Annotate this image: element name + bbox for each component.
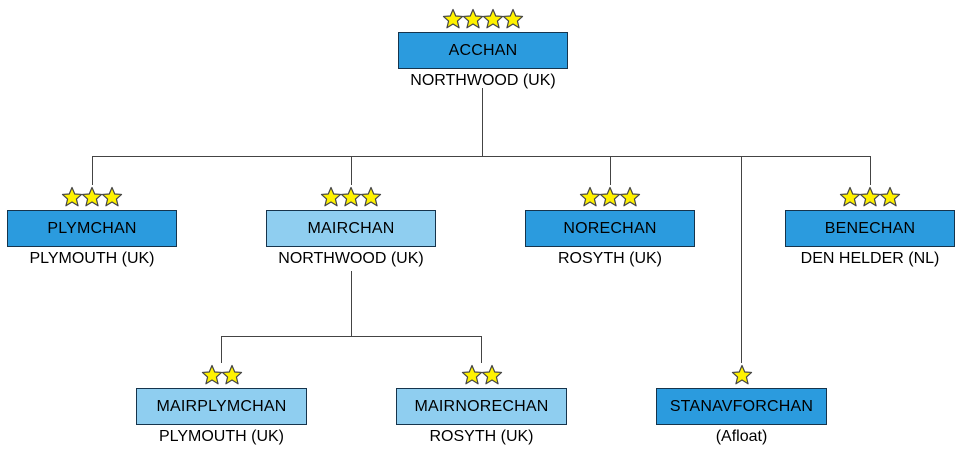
command-location: ROSYTH (UK): [429, 428, 534, 445]
org-node-norechan: NORECHAN ROSYTH (UK): [525, 184, 695, 268]
rank-stars: [61, 184, 123, 208]
star-icon: [839, 186, 861, 208]
command-location: PLYMOUTH (UK): [29, 250, 155, 267]
star-icon: [61, 186, 83, 208]
star-icon: [461, 364, 482, 386]
command-location: ROSYTH (UK): [558, 250, 662, 267]
rank-stars: [731, 362, 752, 386]
org-node-stanavforchan: STANAVFORCHAN (Afloat): [656, 362, 827, 446]
command-label: NORECHAN: [563, 219, 657, 237]
star-icon: [462, 8, 484, 30]
rank-stars: [320, 184, 382, 208]
command-box: NORECHAN: [525, 210, 695, 247]
connector-drop-mairnorechan: [481, 336, 483, 363]
command-label: ACCHAN: [448, 41, 518, 59]
star-icon: [879, 186, 901, 208]
command-label: MAIRNORECHAN: [414, 397, 549, 415]
connector-drop-stanavforchan: [741, 156, 743, 363]
org-node-plymchan: PLYMCHAN PLYMOUTH (UK): [7, 184, 177, 268]
rank-stars: [461, 362, 502, 386]
star-icon: [731, 364, 752, 386]
command-label: MAIRPLYMCHAN: [156, 397, 287, 415]
command-label: PLYMCHAN: [47, 219, 137, 237]
command-location: DEN HELDER (NL): [800, 250, 940, 267]
org-node-benechan: BENECHAN DEN HELDER (NL): [785, 184, 955, 268]
star-icon: [442, 8, 464, 30]
star-icon: [599, 186, 621, 208]
star-icon: [482, 8, 504, 30]
rank-stars: [201, 362, 242, 386]
star-icon: [201, 364, 222, 386]
command-box: BENECHAN: [785, 210, 955, 247]
star-icon: [221, 364, 242, 386]
star-icon: [481, 364, 502, 386]
connector-drop-plymchan: [92, 156, 94, 185]
command-label: BENECHAN: [824, 219, 916, 237]
star-icon: [619, 186, 641, 208]
org-node-mairplymchan: MAIRPLYMCHAN PLYMOUTH (UK): [136, 362, 307, 446]
connector-bus-level3: [221, 336, 482, 338]
connector-drop-mairchan: [351, 156, 353, 185]
command-location: (Afloat): [715, 428, 768, 445]
rank-stars: [839, 184, 901, 208]
rank-stars: [442, 6, 524, 30]
org-node-mairnorechan: MAIRNORECHAN ROSYTH (UK): [396, 362, 567, 446]
connector-mairchan-down: [351, 271, 353, 337]
connector-acchan-down: [482, 88, 484, 156]
command-label: MAIRCHAN: [307, 219, 395, 237]
star-icon: [360, 186, 382, 208]
connector-bus-level2: [92, 156, 871, 158]
connector-drop-mairplymchan: [221, 336, 223, 363]
connector-drop-norechan: [610, 156, 612, 185]
star-icon: [579, 186, 601, 208]
star-icon: [81, 186, 103, 208]
command-box: STANAVFORCHAN: [656, 388, 827, 425]
org-node-mairchan: MAIRCHAN NORTHWOOD (UK): [266, 184, 436, 268]
command-box: PLYMCHAN: [7, 210, 177, 247]
org-node-acchan: ACCHAN NORTHWOOD (UK): [398, 6, 568, 90]
star-icon: [320, 186, 342, 208]
command-box: MAIRPLYMCHAN: [136, 388, 307, 425]
command-label: STANAVFORCHAN: [669, 397, 814, 415]
command-box: ACCHAN: [398, 32, 568, 69]
command-location: NORTHWOOD (UK): [410, 72, 556, 89]
star-icon: [502, 8, 524, 30]
star-icon: [101, 186, 123, 208]
rank-stars: [579, 184, 641, 208]
command-location: NORTHWOOD (UK): [278, 250, 424, 267]
command-box: MAIRCHAN: [266, 210, 436, 247]
connector-drop-benechan: [870, 156, 872, 185]
star-icon: [859, 186, 881, 208]
command-box: MAIRNORECHAN: [396, 388, 567, 425]
command-location: PLYMOUTH (UK): [158, 428, 285, 445]
star-icon: [340, 186, 362, 208]
